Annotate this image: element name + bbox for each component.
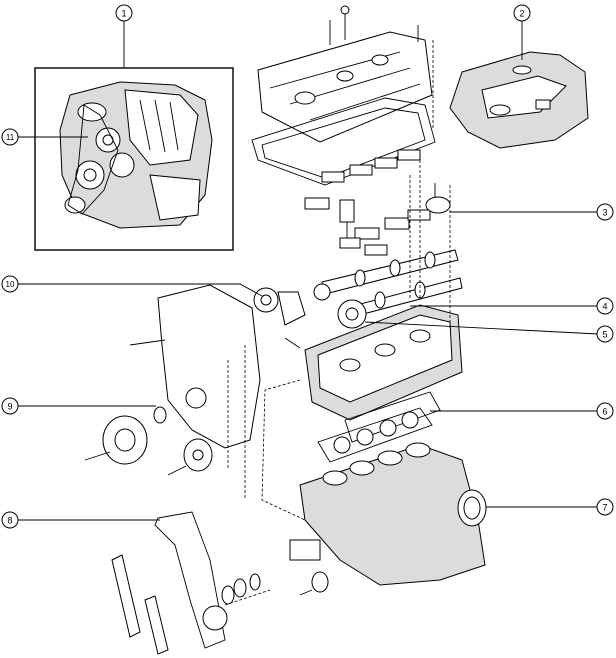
callout-8: 8 <box>1 511 19 529</box>
timing-chain <box>111 511 228 655</box>
timing-chain-cover <box>129 284 261 449</box>
leader-lines <box>18 21 599 521</box>
callout-2: 2 <box>513 4 531 22</box>
callout-7: 7 <box>596 498 614 516</box>
svg-text:2: 2 <box>519 9 524 19</box>
engine-cover <box>449 51 589 149</box>
callout-9: 9 <box>1 397 19 415</box>
cylinder-head-cover <box>257 5 433 143</box>
vvt-actuator <box>337 299 367 329</box>
crankshaft-sprockets <box>221 539 329 605</box>
water-pump <box>253 287 306 349</box>
callout-1: 1 <box>115 4 133 22</box>
cylinder-head-gasket <box>317 391 441 463</box>
svg-text:5: 5 <box>602 330 607 340</box>
svg-text:8: 8 <box>7 516 12 526</box>
callout-11: 11 <box>1 128 19 146</box>
head-cover-gasket <box>251 97 436 186</box>
callout-4: 4 <box>596 297 614 315</box>
assembled-engine-inset <box>34 67 234 251</box>
svg-text:1: 1 <box>121 9 126 19</box>
front-oil-seal <box>153 406 167 424</box>
svg-text:11: 11 <box>6 133 15 142</box>
idler-pulley <box>167 438 213 476</box>
camshaft-caps <box>304 149 431 256</box>
svg-text:7: 7 <box>602 503 607 513</box>
callout-10: 10 <box>1 275 19 293</box>
assembled-engine-illustration <box>59 81 213 229</box>
cylinder-block <box>299 442 486 586</box>
svg-text:10: 10 <box>6 280 15 289</box>
svg-text:6: 6 <box>602 407 607 417</box>
svg-text:3: 3 <box>602 208 607 218</box>
crankshaft-pulley <box>84 415 148 465</box>
cylinder-head <box>304 304 463 421</box>
camshafts <box>313 249 463 319</box>
callout-3: 3 <box>596 203 614 221</box>
svg-text:4: 4 <box>602 302 607 312</box>
callout-6: 6 <box>596 402 614 420</box>
rear-oil-seal <box>457 489 487 527</box>
svg-text:9: 9 <box>7 402 12 412</box>
callout-5: 5 <box>596 325 614 343</box>
